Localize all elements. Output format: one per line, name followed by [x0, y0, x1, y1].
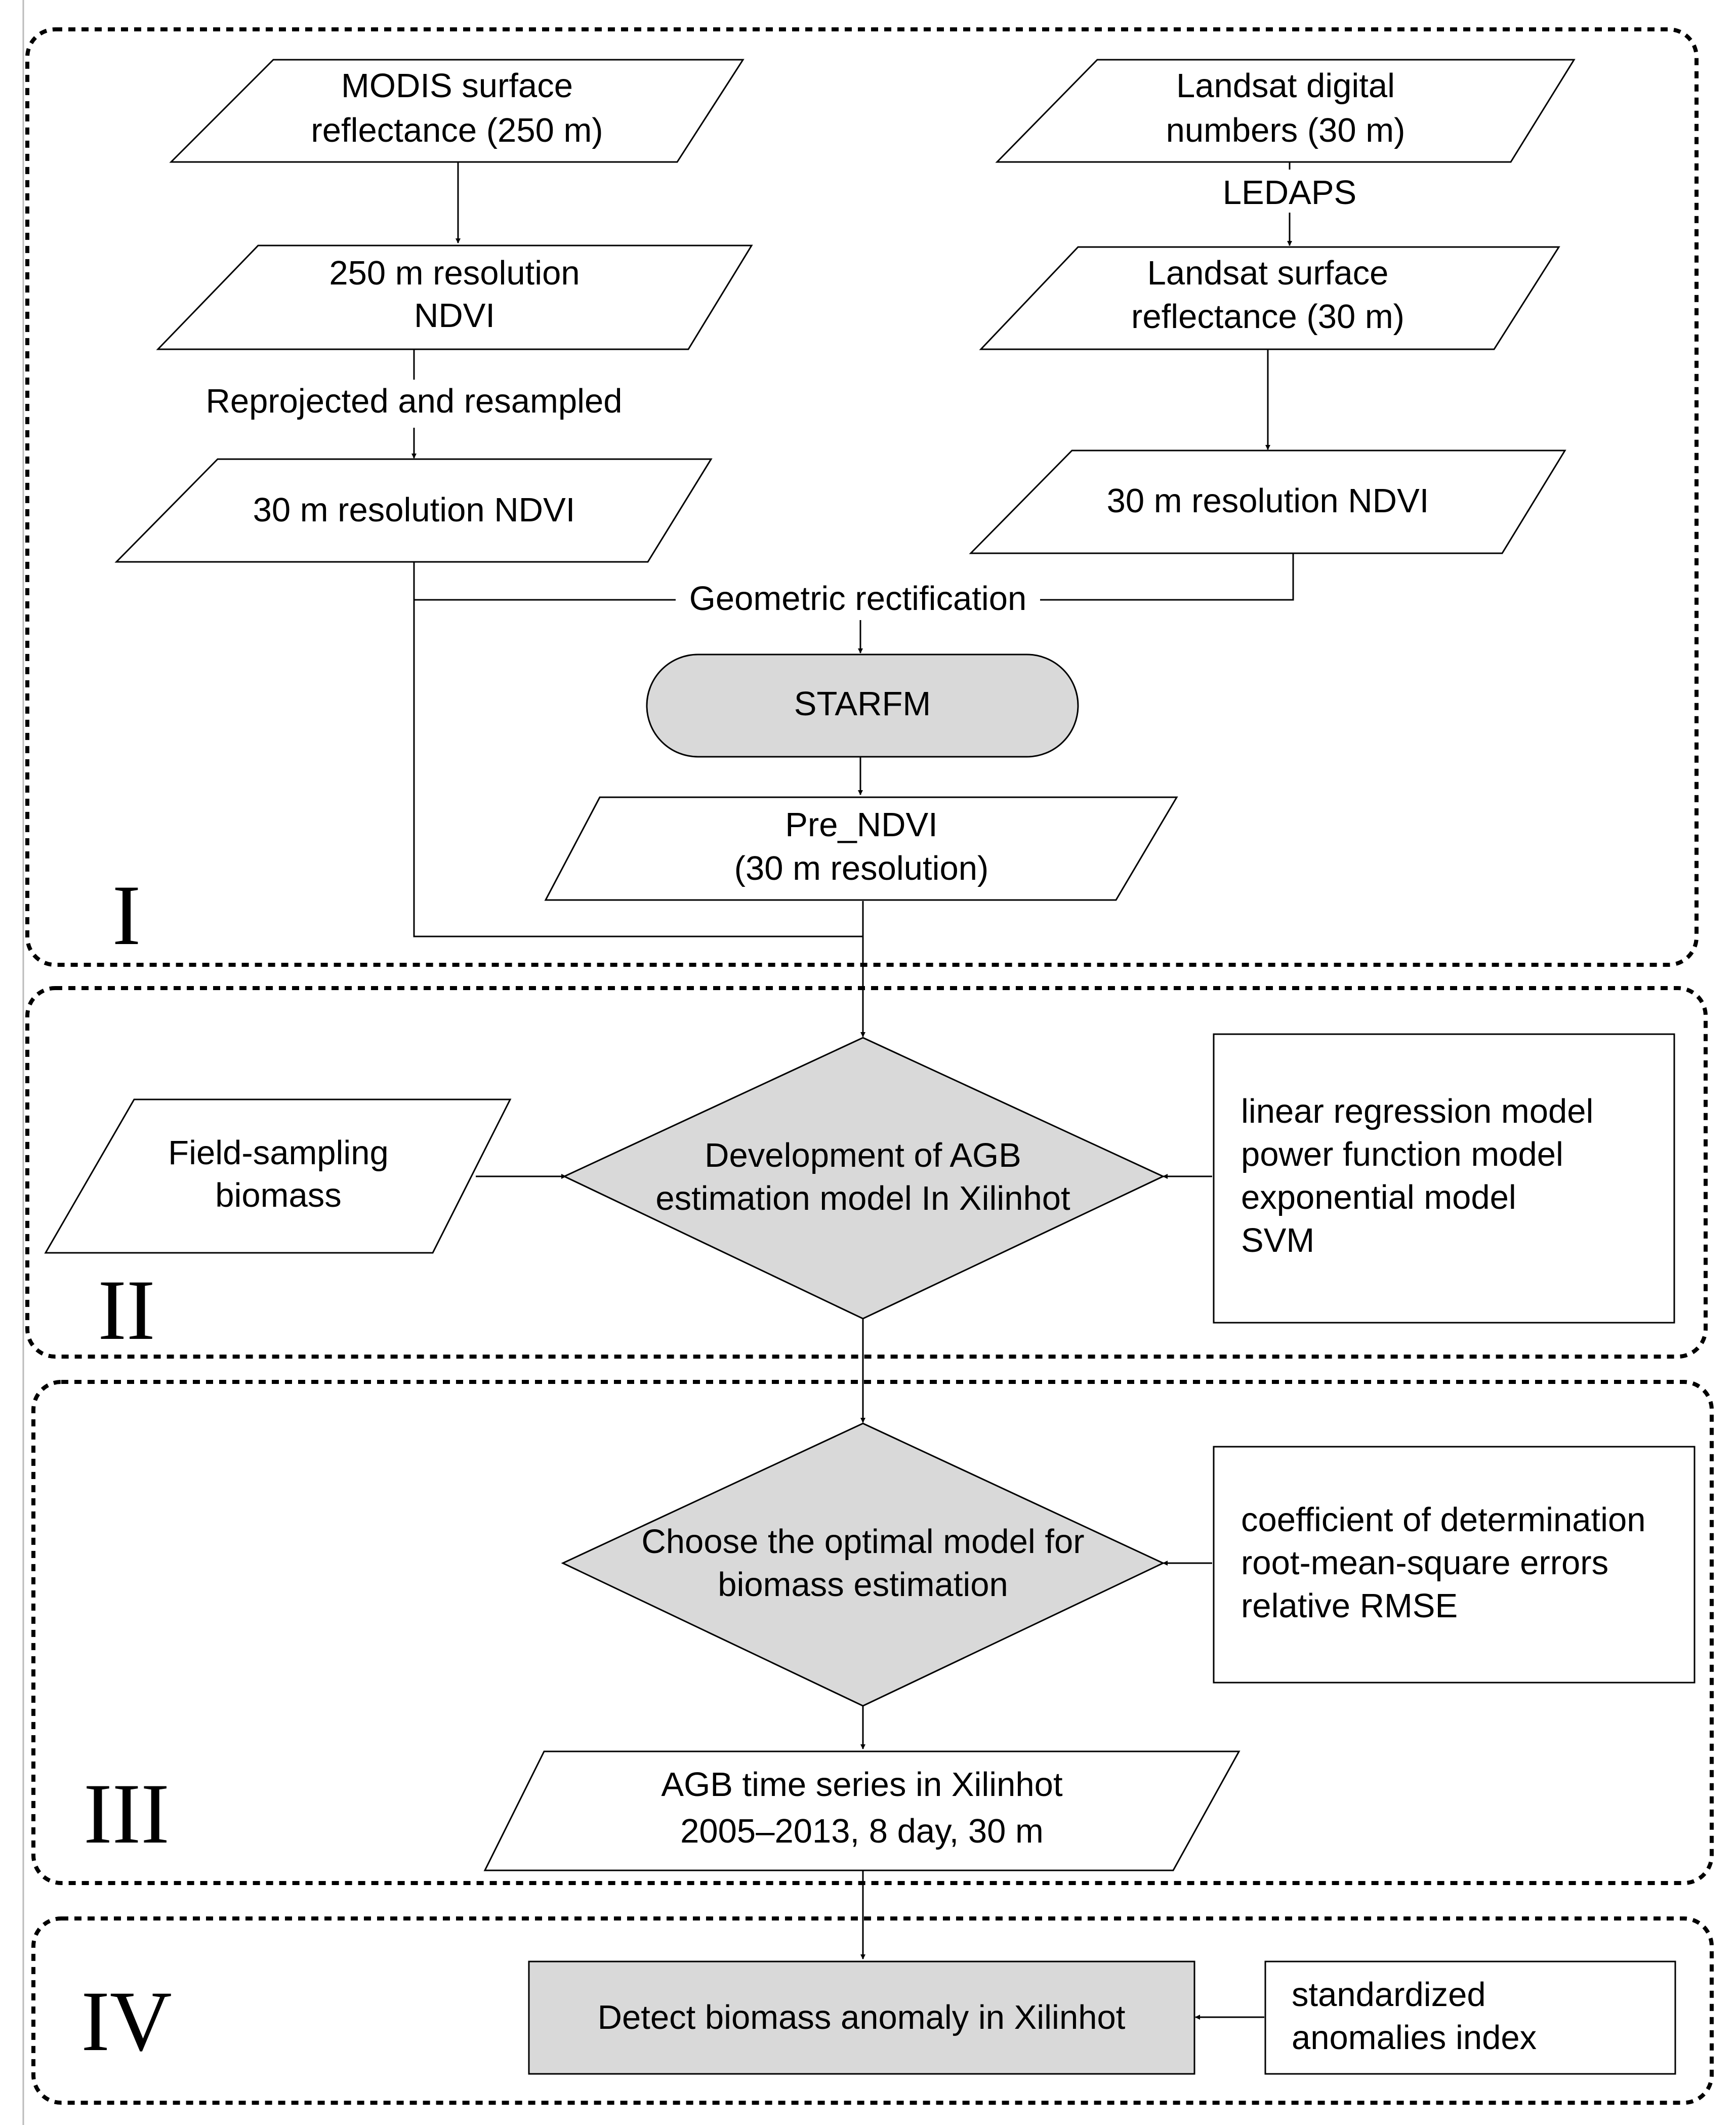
edge-label-reprojected: Reprojected and resampled	[205, 382, 622, 420]
panel-label-III: III	[84, 1766, 170, 1861]
panel-IV-border	[31, 1916, 1714, 2105]
node-text-line: relative RMSE	[1241, 1587, 1458, 1625]
panel-label-IV: IV	[81, 1974, 172, 2069]
node-text-line: 2005–2013, 8 day, 30 m	[680, 1812, 1044, 1850]
node-model-types: linear regression model power function m…	[1213, 1033, 1675, 1324]
node-standardized-anomalies-index: standardized anomalies index	[1264, 1960, 1676, 2075]
node-text-line: Field-sampling	[168, 1134, 389, 1172]
node-optimal-model: Choose the optimal model for biomass est…	[561, 1422, 1165, 1707]
node-agb-model-development: Development of AGB estimation model In X…	[562, 1037, 1165, 1320]
panel-II-border	[25, 986, 1708, 1359]
node-text-line: MODIS surface	[341, 67, 573, 105]
node-text-line: coefficient of determination	[1241, 1501, 1646, 1539]
node-text-line: Choose the optimal model for	[641, 1523, 1084, 1561]
node-text-line: AGB time series in Xilinhot	[661, 1766, 1063, 1804]
node-detect-anomaly: Detect biomass anomaly in Xilinhot	[528, 1960, 1195, 2075]
node-starfm: STARFM	[646, 653, 1079, 758]
node-text-line: Pre_NDVI	[785, 806, 938, 844]
panel-label-II: II	[98, 1262, 155, 1358]
node-text-line: numbers (30 m)	[1166, 111, 1406, 149]
node-text-line: SVM	[1241, 1221, 1314, 1259]
node-text-line: 250 m resolution	[329, 254, 580, 292]
node-text-line: 30 m resolution NDVI	[1107, 482, 1429, 520]
node-evaluation-metrics: coefficient of determination root-mean-s…	[1213, 1446, 1696, 1684]
node-text-line: NDVI	[414, 297, 495, 335]
node-landsat-surface-reflectance: Landsat surface reflectance (30 m)	[979, 246, 1560, 350]
node-field-sampling-biomass: Field-sampling biomass	[44, 1098, 512, 1254]
node-text-line: Detect biomass anomaly in Xilinhot	[598, 1998, 1126, 2036]
edge-ndvi30-landsat-to-junction	[1040, 553, 1294, 601]
node-text-line: (30 m resolution)	[734, 849, 989, 887]
node-text-line: Landsat surface	[1147, 254, 1389, 292]
node-ndvi-30m-modis: 30 m resolution NDVI	[114, 458, 713, 563]
node-text-line: standardized	[1292, 1976, 1486, 2014]
node-text-line: 30 m resolution NDVI	[253, 491, 575, 529]
edge-ndvi30-to-model-join	[413, 562, 863, 937]
edge-label-ledaps: LEDAPS	[1223, 174, 1356, 212]
node-agb-time-series: AGB time series in Xilinhot 2005–2013, 8…	[483, 1750, 1241, 1871]
node-text-line: power function model	[1241, 1135, 1563, 1173]
node-pre-ndvi: Pre_NDVI (30 m resolution)	[544, 796, 1178, 901]
node-text-line: reflectance (250 m)	[311, 111, 603, 149]
node-text-line: reflectance (30 m)	[1131, 298, 1404, 336]
node-modis-surface-reflectance: MODIS surface reflectance (250 m)	[169, 59, 745, 163]
node-text-line: root-mean-square errors	[1241, 1544, 1608, 1582]
panel-label-I: I	[112, 868, 141, 963]
edge-ndvi30-modis-to-junction	[413, 562, 676, 601]
node-text-line: linear regression model	[1241, 1092, 1593, 1130]
node-text-line: STARFM	[794, 685, 931, 723]
node-text-line: exponential model	[1241, 1178, 1516, 1216]
node-text-line: estimation model In Xilinhot	[655, 1179, 1070, 1217]
panel-I-border	[25, 27, 1699, 967]
node-ndvi-250m: 250 m resolution NDVI	[156, 244, 753, 350]
node-text-line: Landsat digital	[1176, 67, 1395, 105]
edge-label-geometric: Geometric rectification	[689, 580, 1027, 618]
node-text-line: anomalies index	[1292, 2019, 1537, 2057]
node-text-line: Development of AGB	[705, 1136, 1021, 1174]
node-text-line: biomass estimation	[718, 1566, 1008, 1604]
node-ndvi-30m-landsat: 30 m resolution NDVI	[969, 449, 1566, 554]
node-text-line: biomass	[215, 1176, 341, 1214]
panel-III-border	[31, 1380, 1714, 1885]
node-landsat-digital-numbers: Landsat digital numbers (30 m)	[995, 59, 1576, 163]
